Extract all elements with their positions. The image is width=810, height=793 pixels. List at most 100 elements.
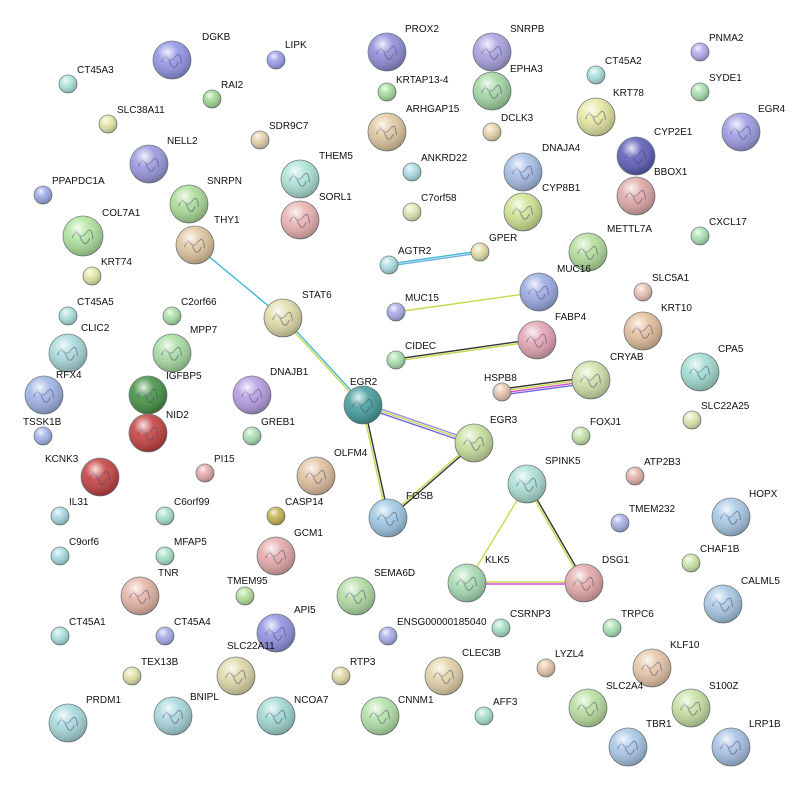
node-dnajb1[interactable]: DNAJB1 <box>232 367 309 415</box>
node-tmem232[interactable]: TMEM232 <box>610 504 676 533</box>
node-il31[interactable]: IL31 <box>50 497 89 526</box>
node-slc22a11[interactable]: SLC22A11 <box>216 641 275 696</box>
edge-cidec-fabp4[interactable] <box>395 338 538 362</box>
node-krtap13-4[interactable]: KRTAP13-4 <box>377 75 449 102</box>
node-c2orf66[interactable]: C2orf66 <box>162 297 217 326</box>
node-sema6d[interactable]: SEMA6D <box>336 568 415 616</box>
node-prdm1[interactable]: PRDM1 <box>48 695 121 743</box>
node-cyp8b1[interactable]: CYP8B1 <box>503 183 581 232</box>
node-snrpn[interactable]: SNRPN <box>169 176 242 224</box>
node-mpp7[interactable]: MPP7 <box>152 325 218 373</box>
node-rai2[interactable]: RAI2 <box>202 80 244 109</box>
node-klk5[interactable]: KLK5 <box>447 555 510 603</box>
node-clic2[interactable]: CLIC2 <box>48 323 110 373</box>
node-cryab[interactable]: CRYAB <box>571 352 644 400</box>
node-tex13b[interactable]: TEX13B <box>122 657 179 686</box>
node-rtp3[interactable]: RTP3 <box>331 657 376 686</box>
node-foxj1[interactable]: FOXJ1 <box>571 417 622 446</box>
node-muc15[interactable]: MUC15 <box>386 293 439 322</box>
node-dclk3[interactable]: DCLK3 <box>482 113 534 142</box>
node-slc5a1[interactable]: SLC5A1 <box>633 273 690 302</box>
node-tbr1[interactable]: TBR1 <box>608 719 672 767</box>
node-bbox1[interactable]: BBOX1 <box>616 167 688 216</box>
node-ensg00000185040[interactable]: ENSG00000185040 <box>378 617 487 646</box>
node-epha3[interactable]: EPHA3 <box>472 64 543 111</box>
node-ct45a1[interactable]: CT45A1 <box>50 617 106 646</box>
node-pnma2[interactable]: PNMA2 <box>690 33 744 62</box>
node-lyzl4[interactable]: LYZL4 <box>536 649 584 678</box>
node-gcm1[interactable]: GCM1 <box>256 528 323 576</box>
edge-muc15-muc16[interactable] <box>395 291 540 313</box>
node-greb1[interactable]: GREB1 <box>242 417 295 446</box>
node-igfbp5[interactable]: IGFBP5 <box>128 371 202 415</box>
node-ankrd22[interactable]: ANKRD22 <box>402 153 468 182</box>
node-sdr9c7[interactable]: SDR9C7 <box>250 121 309 150</box>
node-lipk[interactable]: LIPK <box>266 40 307 70</box>
node-c9orf6[interactable]: C9orf6 <box>50 537 99 566</box>
edge-egr2-egr3[interactable] <box>362 402 475 446</box>
edge-stat6-egr2[interactable] <box>281 316 365 407</box>
node-ct45a3[interactable]: CT45A3 <box>58 65 114 94</box>
node-pi15[interactable]: PI15 <box>195 454 235 483</box>
node-clec3b[interactable]: CLEC3B <box>424 648 501 696</box>
node-arhgap15[interactable]: ARHGAP15 <box>367 104 460 152</box>
node-ct45a5[interactable]: CT45A5 <box>58 297 114 326</box>
node-olfm4[interactable]: OLFM4 <box>296 448 368 496</box>
node-cidec[interactable]: CIDEC <box>386 341 436 370</box>
node-dgkb[interactable]: DGKB <box>152 32 231 80</box>
node-hopx[interactable]: HOPX <box>711 489 778 537</box>
edge-klk5-dsg1[interactable] <box>467 581 584 585</box>
node-kcnk3[interactable]: KCNK3 <box>45 454 120 497</box>
node-lrp1b[interactable]: LRP1B <box>711 719 781 767</box>
node-chaf1b[interactable]: CHAF1B <box>681 544 740 573</box>
node-cnnm1[interactable]: CNNM1 <box>360 695 434 736</box>
node-slc22a25[interactable]: SLC22A25 <box>682 401 750 430</box>
node-nid2[interactable]: NID2 <box>128 410 189 453</box>
node-api5[interactable]: API5 <box>256 605 316 653</box>
node-egr4[interactable]: EGR4 <box>721 104 786 152</box>
node-spink5[interactable]: SPINK5 <box>507 456 581 504</box>
node-muc16[interactable]: MUC16 <box>519 264 591 312</box>
edge-agtr2-gper[interactable] <box>388 250 481 267</box>
node-agtr2[interactable]: AGTR2 <box>379 246 432 275</box>
node-col7a1[interactable]: COL7A1 <box>62 208 141 257</box>
node-snrpb[interactable]: SNRPB <box>472 24 545 72</box>
node-klf10[interactable]: KLF10 <box>632 640 700 688</box>
node-tmem95[interactable]: TMEM95 <box>227 576 268 606</box>
node-krt74[interactable]: KRT74 <box>82 257 132 286</box>
node-mettl7a[interactable]: METTL7A <box>568 224 652 272</box>
node-dnaja4[interactable]: DNAJA4 <box>503 143 581 192</box>
node-gper[interactable]: GPER <box>470 233 517 262</box>
node-slc38a11[interactable]: SLC38A11 <box>98 105 165 134</box>
node-prox2[interactable]: PROX2 <box>367 24 439 72</box>
node-ct45a2[interactable]: CT45A2 <box>586 56 642 85</box>
node-ncoa7[interactable]: NCOA7 <box>256 695 329 736</box>
node-csrnp3[interactable]: CSRNP3 <box>491 609 551 638</box>
node-aff3[interactable]: AFF3 <box>474 697 518 726</box>
node-them5[interactable]: THEM5 <box>280 151 353 199</box>
node-syde1[interactable]: SYDE1 <box>690 73 742 102</box>
node-casp14[interactable]: CASP14 <box>266 497 324 526</box>
node-dsg1[interactable]: DSG1 <box>564 555 630 603</box>
node-egr3[interactable]: EGR3 <box>454 415 518 463</box>
node-c6orf99[interactable]: C6orf99 <box>155 497 210 526</box>
node-krt10[interactable]: KRT10 <box>623 303 692 351</box>
node-cyp2e1[interactable]: CYP2E1 <box>616 127 693 176</box>
node-ppapdc1a[interactable]: PPAPDC1A <box>33 176 105 205</box>
node-hspb8[interactable]: HSPB8 <box>484 373 517 402</box>
node-trpc6[interactable]: TRPC6 <box>602 609 654 638</box>
node-cxcl17[interactable]: CXCL17 <box>690 217 747 246</box>
node-nell2[interactable]: NELL2 <box>129 136 198 184</box>
node-tssk1b[interactable]: TSSK1B <box>23 417 62 446</box>
node-rfx4[interactable]: RFX4 <box>24 370 82 415</box>
node-stat6[interactable]: STAT6 <box>263 290 332 338</box>
node-slc2a4[interactable]: SLC2A4 <box>568 681 644 728</box>
node-thy1[interactable]: THY1 <box>175 215 240 265</box>
node-tnr[interactable]: TNR <box>120 568 179 616</box>
node-mfap5[interactable]: MFAP5 <box>155 537 207 566</box>
node-c7orf58[interactable]: C7orf58 <box>402 193 457 222</box>
node-s100z[interactable]: S100Z <box>671 681 738 728</box>
node-cpa5[interactable]: CPA5 <box>680 344 744 392</box>
node-ct45a4[interactable]: CT45A4 <box>155 617 211 646</box>
node-calml5[interactable]: CALML5 <box>703 576 780 624</box>
